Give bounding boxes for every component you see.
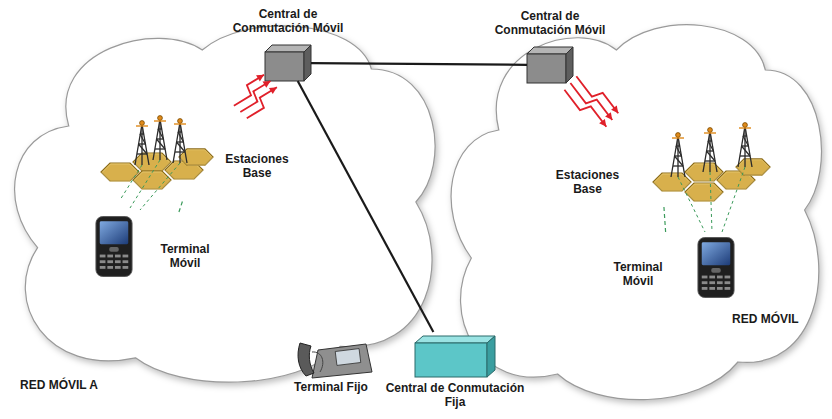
radio-coverage — [179, 200, 183, 212]
cloud-outline — [2, 12, 447, 392]
radio-link — [240, 81, 270, 112]
switch-label: Central de Conmutación Móvil — [485, 9, 615, 38]
node-label: Terminal Móvil — [598, 260, 678, 289]
connector — [664, 206, 666, 232]
switch-cube-b — [527, 47, 573, 83]
cloud-outline — [440, 10, 832, 410]
connector — [179, 200, 183, 212]
trunk-line — [298, 81, 434, 332]
radio-link — [247, 87, 277, 118]
connector — [298, 81, 434, 332]
radio-link — [576, 76, 618, 113]
node-label: Estaciones Base — [217, 152, 297, 181]
arrow-head — [256, 75, 264, 82]
node-label: Estaciones Base — [545, 168, 630, 197]
network-label: RED MÓVIL A — [20, 378, 160, 392]
connector — [564, 76, 618, 126]
radio-link — [234, 75, 264, 106]
arrow-head — [269, 87, 277, 94]
mobile-phone-b — [698, 238, 734, 298]
switch-label: Central de Conmutación Móvil — [223, 7, 353, 36]
arrow-head — [599, 119, 606, 127]
arrow-head — [263, 81, 271, 88]
network-cloud: RED MÓVIL A Estaciones BaseTerminal Móvil — [2, 12, 447, 392]
node-label: Central de Conmutación Fija — [380, 381, 530, 410]
trunk-line — [311, 63, 527, 65]
base-stations-a — [101, 116, 213, 210]
network-label: RED MÓVIL — [732, 312, 827, 326]
desk-phone — [298, 343, 372, 378]
connector — [234, 75, 277, 119]
switch-cube-a — [265, 45, 311, 81]
node-label: Terminal Fijo — [285, 380, 377, 394]
node-label: Terminal Móvil — [150, 242, 220, 271]
base-stations-b — [653, 123, 770, 232]
network-cloud: RED MÓVIL Estaciones BaseTerminal Móvil — [440, 10, 832, 410]
radio-link — [570, 83, 612, 120]
arrow-head — [611, 105, 618, 113]
fixed-switch-box — [415, 336, 495, 377]
radio-link — [564, 90, 606, 127]
radio-coverage — [664, 206, 666, 232]
arrow-head — [605, 112, 612, 120]
mobile-phone-a — [96, 217, 132, 277]
connector — [311, 63, 527, 65]
